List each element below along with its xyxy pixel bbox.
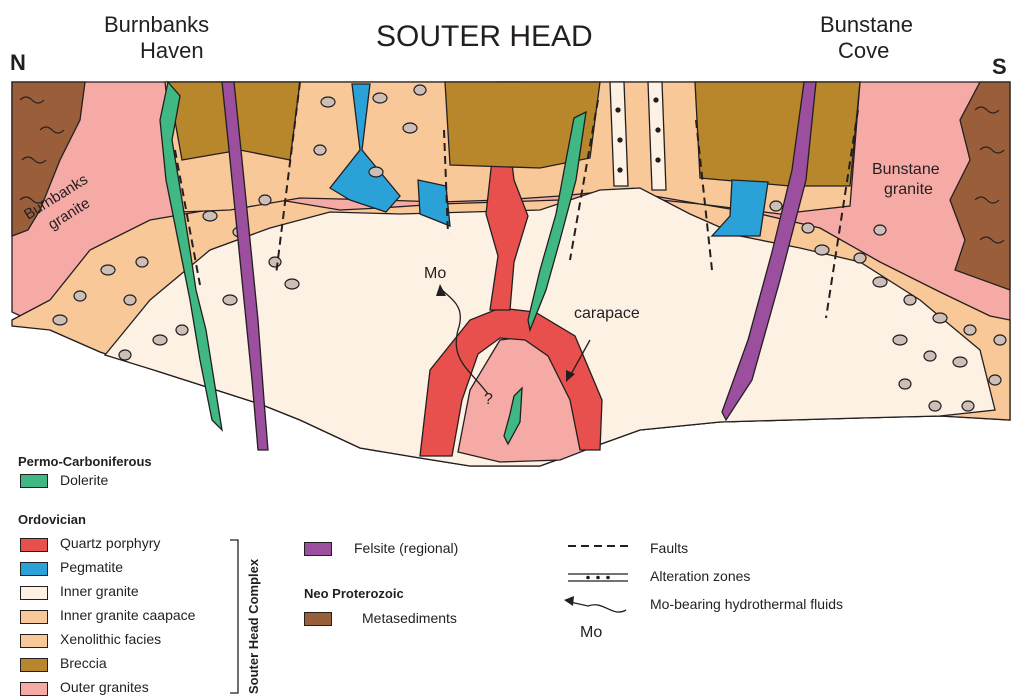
place-bunstane-2: Cove xyxy=(838,38,889,63)
north-label: N xyxy=(10,50,26,75)
diagram-title: SOUTER HEAD xyxy=(376,20,593,53)
swatch-inner-granite xyxy=(20,586,48,600)
swatch-breccia xyxy=(20,658,48,672)
carapace-label: carapace xyxy=(574,305,640,322)
swatch-felsite xyxy=(304,542,332,556)
mo-label: Mo xyxy=(424,265,446,282)
legend-neo-heading: Neo Proterozoic xyxy=(304,586,404,601)
legend-dolerite: Dolerite xyxy=(60,472,108,488)
legend-xenolithic: Xenolithic facies xyxy=(60,631,161,647)
legend-quartz-porphyry: Quartz porphyry xyxy=(60,535,160,551)
swatch-outer-granites xyxy=(20,682,48,696)
swatch-pegmatite xyxy=(20,562,48,576)
legend-alteration: Alteration zones xyxy=(650,568,750,584)
legend-fault-symbol xyxy=(566,540,630,552)
swatch-quartz-porphyry xyxy=(20,538,48,552)
legend-inner-granite: Inner granite xyxy=(60,583,139,599)
swatch-dolerite xyxy=(20,474,48,488)
legend-alteration-symbol xyxy=(566,570,630,584)
legend-fluids: Mo-bearing hydrothermal fluids xyxy=(650,596,843,612)
question-label: ? xyxy=(484,391,493,408)
legend-metasediments: Metasediments xyxy=(362,610,457,626)
legend-pegmatite: Pegmatite xyxy=(60,559,123,575)
place-bunstane-1: Bunstane xyxy=(820,12,913,37)
place-burnbanks-2: Haven xyxy=(140,38,204,63)
legend-fluids-symbol xyxy=(560,594,632,618)
bunstane-granite-2: granite xyxy=(884,181,933,198)
legend-inner-granite-carapace: Inner granite caapace xyxy=(60,607,195,623)
legend-permo-heading: Permo-Carboniferous xyxy=(18,454,152,469)
legend-felsite: Felsite (regional) xyxy=(354,540,458,556)
legend-outer-granites: Outer granites xyxy=(60,679,149,695)
complex-bracket xyxy=(228,538,242,696)
bunstane-granite-1: Bunstane xyxy=(872,161,940,178)
swatch-xenolithic xyxy=(20,634,48,648)
south-label: S xyxy=(992,54,1007,79)
legend-complex-label: Souter Head Complex xyxy=(246,559,261,694)
legend-ordovician-heading: Ordovician xyxy=(18,512,86,527)
legend-faults: Faults xyxy=(650,540,688,556)
swatch-inner-granite-carapace xyxy=(20,610,48,624)
legend-fluids-mo: Mo xyxy=(580,624,602,642)
place-burnbanks-1: Burnbanks xyxy=(104,12,209,37)
legend-breccia: Breccia xyxy=(60,655,107,671)
swatch-metasediments xyxy=(304,612,332,626)
